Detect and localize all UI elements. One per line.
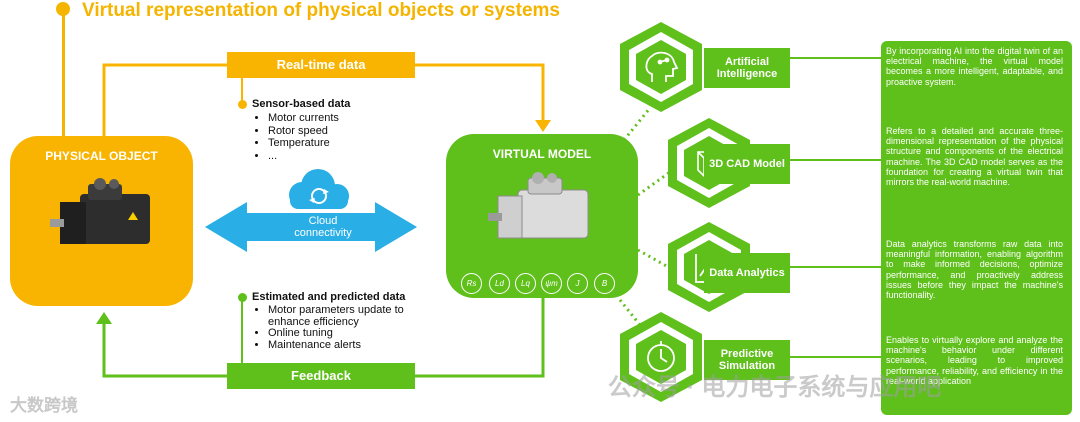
- list-item: Maintenance alerts: [268, 339, 423, 352]
- realtime-data-bar: Real-time data: [227, 52, 415, 78]
- param-b: B: [594, 273, 615, 294]
- feature-ai-label: Artificial Intelligence: [704, 48, 790, 88]
- feature-predictive-description: Enables to virtually explore and analyze…: [886, 335, 1063, 386]
- title-dot: [56, 2, 70, 16]
- list-item: Rotor speed: [268, 125, 339, 138]
- feedback-line-left: [102, 322, 227, 378]
- dotted-link-cad: [637, 170, 671, 197]
- feedback-arrowhead: [96, 312, 112, 324]
- hexagon-ai: [620, 22, 702, 112]
- ai-head-icon: [645, 51, 679, 82]
- virtual-model-label: VIRTUAL MODEL: [492, 147, 592, 161]
- feedback-bar: Feedback: [227, 363, 415, 389]
- title-connector-line: [62, 14, 65, 136]
- watermark-left: 大数跨境: [10, 396, 78, 415]
- sensor-dot: [238, 100, 247, 109]
- cloud-label-line1: Cloud: [308, 215, 338, 227]
- param-j: J: [567, 273, 588, 294]
- cloud-icon: [289, 169, 349, 209]
- param-rs: Rs: [461, 273, 482, 294]
- motor-image-physical: [50, 178, 150, 244]
- list-item: Motor parameters update to enhance effic…: [268, 304, 423, 328]
- feature-cad-label: 3D CAD Model: [704, 144, 790, 184]
- realtime-arrowhead: [535, 120, 551, 132]
- sensor-data-title: Sensor-based data: [252, 98, 351, 110]
- realtime-line-left: [102, 63, 227, 136]
- feature-cad-description: Refers to a detailed and accurate three-…: [886, 126, 1063, 188]
- estimated-data-title: Estimated and predicted data: [252, 291, 406, 303]
- estimated-data-list: Motor parameters update to enhance effic…: [253, 304, 423, 352]
- estimated-dot: [238, 293, 247, 302]
- feature-analytics-label: Data Analytics: [704, 253, 790, 293]
- motor-image-virtual: [488, 172, 589, 239]
- feedback-line-right: [415, 298, 545, 378]
- watermark-right: 公众号 · 电力电子系统与应用吧: [608, 374, 942, 401]
- dotted-link-ai: [622, 107, 652, 141]
- feature-ai-description: By incorporating AI into the digital twi…: [886, 46, 1063, 87]
- param-psim: ψm: [541, 273, 562, 294]
- page-title: Virtual representation of physical objec…: [82, 0, 560, 21]
- param-lq: Lq: [515, 273, 536, 294]
- feature-analytics-description: Data analytics transforms raw data into …: [886, 239, 1063, 301]
- cloud-connectivity-label: Cloud connectivity: [258, 215, 388, 239]
- cloud-double-arrow: [205, 202, 417, 252]
- param-ld: Ld: [489, 273, 510, 294]
- physical-object-label: PHYSICAL OBJECT: [45, 149, 158, 163]
- list-item: Online tuning: [268, 327, 423, 340]
- realtime-line-right: [415, 63, 545, 122]
- list-item: Temperature: [268, 137, 339, 150]
- sensor-data-list: Motor currents Rotor speed Temperature .…: [253, 112, 339, 162]
- list-item: ...: [268, 150, 339, 163]
- dotted-link-analytics: [637, 248, 671, 270]
- list-item: Motor currents: [268, 112, 339, 125]
- feature-predictive-label: Predictive Simulation: [704, 340, 790, 380]
- cloud-label-line2: connectivity: [294, 227, 352, 239]
- description-panel: [881, 41, 1072, 415]
- timer-icon: [647, 341, 675, 372]
